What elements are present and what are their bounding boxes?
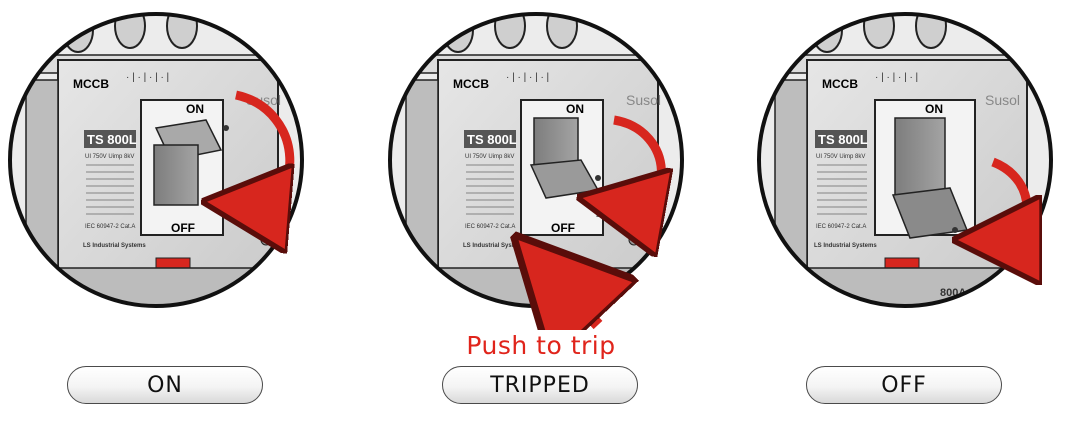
maker-label: LS Industrial Systems [814,243,877,249]
trip-button [885,258,919,268]
svg-text:· | · | · | · |: · | · | · | · | [126,72,169,83]
mccb-label: MCCB [822,77,858,91]
maker-label: LS Industrial Systems [83,243,146,249]
mccb-label: MCCB [453,77,489,91]
on-marking: ON [566,102,584,116]
breaker-panel-tripped: MCCB · | · | · | · | CE ON OFF TS 800L U… [376,0,696,330]
standard-label: IEC 60947-2 Cat.A [465,224,515,230]
model-label: TS 800L [818,132,868,147]
state-label-on: ON [67,366,263,404]
breaker-panel-off: MCCB · | · | · | · | CE ON TS 800L UI 75… [745,0,1065,330]
rating-line: UI 750V Uimp 8kV [465,154,514,160]
mccb-label: MCCB [73,77,109,91]
state-label-tripped: TRIPPED [442,366,638,404]
push-to-trip-caption: Push to trip [451,331,631,360]
standard-label: IEC 60947-2 Cat.A [816,224,866,230]
temp-label: 40°C [590,300,606,308]
on-marking: ON [925,102,943,116]
state-label-off: OFF [806,366,1002,404]
svg-text:· | · | · | · |: · | · | · | · | [875,72,918,83]
trip-button [156,258,190,268]
standard-label: IEC 60947-2 Cat.A [85,224,135,230]
poles-label: 3P [230,309,239,316]
rating-line: UI 750V Uimp 8kV [85,154,134,160]
svg-text:· | · | · | · |: · | · | · | · | [506,72,549,83]
maker-label: LS Industrial Systems [463,243,526,249]
breaker-panel-on: MCCB · | · | · | · | CE ON OFF TS 800L U… [0,0,316,330]
off-marking: OFF [551,221,575,235]
off-marking: OFF [171,221,195,235]
on-marking: ON [186,102,204,116]
ls-logo: LS [596,201,619,221]
poles-label: 3P [946,309,955,316]
trip-button [526,258,560,268]
temp-label: 40°C [228,300,244,308]
rating-line: UI 750V Uimp 8kV [816,154,865,160]
brand-label: Susol [626,92,661,108]
model-label: TS 800L [87,132,137,147]
model-label: TS 800L [467,132,517,147]
brand-label: Susol [985,92,1020,108]
